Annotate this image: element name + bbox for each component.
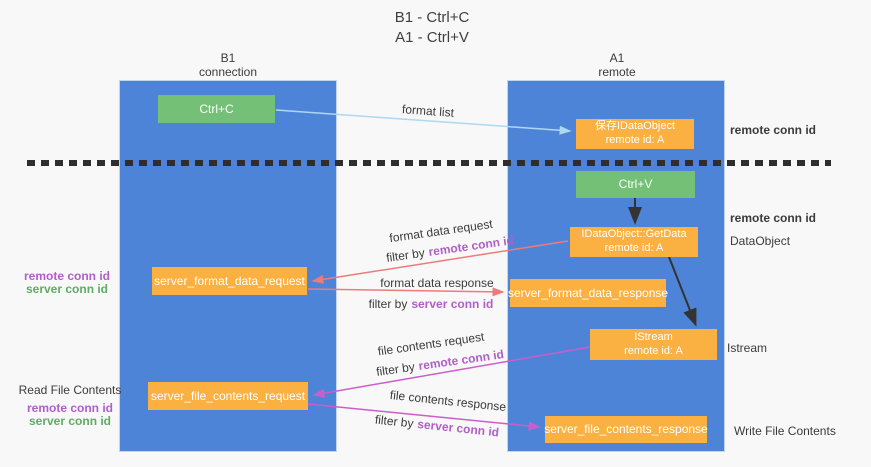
node-save-idataobject: 保存IDataObject remote id: A — [576, 119, 694, 149]
annotation-remote-conn-id-dataobject: remote conn id — [730, 211, 817, 225]
lane-header-b1-connection: B1 connection — [199, 51, 257, 79]
node-ctrl-v: Ctrl+V — [576, 171, 695, 198]
node-format-request-label: server_format_data_request — [154, 273, 305, 288]
node-server-format-data-request: server_format_data_request — [152, 267, 307, 295]
lane-a1-name: A1 — [609, 51, 625, 65]
node-format-response-label: server_format_data_response — [507, 285, 669, 300]
node-save-idataobject-line1: 保存IDataObject — [594, 120, 676, 133]
annotation-write-file-contents: Write File Contents — [734, 424, 836, 438]
lane-header-a1-remote: A1 remote — [598, 51, 635, 79]
node-save-idataobject-line2: remote id: A — [605, 134, 665, 146]
annotation-remote-conn-id-top-right: remote conn id — [730, 123, 817, 137]
node-server-file-contents-response: server_file_contents_response — [544, 416, 708, 443]
node-ctrl-v-label: Ctrl+V — [618, 177, 653, 191]
title-line-b1: B1 - Ctrl+C — [394, 9, 470, 26]
node-server-format-data-response: server_format_data_response — [507, 279, 669, 307]
lane-a1-subtitle: remote — [598, 65, 636, 79]
server-conn-id-text: server conn id — [411, 297, 494, 311]
annotation-istream: Istream — [727, 341, 768, 355]
lane-b1-name: B1 — [220, 51, 236, 65]
annotation-server-conn-id-left-bottom: server conn id — [28, 414, 112, 428]
filter-by-text: filter by — [385, 245, 426, 265]
annotation-left-mid-conn-ids: remote conn id server conn id — [17, 270, 117, 296]
node-file-response-label: server_file_contents_response — [544, 422, 708, 436]
server-conn-id-text: server conn id — [416, 416, 500, 440]
annotation-remote-conn-id-left-bottom: remote conn id — [26, 401, 113, 415]
node-getdata-line2: remote id: A — [604, 242, 664, 254]
label-file-contents-response: file contents response — [389, 387, 507, 415]
node-server-file-contents-request: server_file_contents_request — [148, 382, 308, 410]
node-ctrl-c: Ctrl+C — [158, 95, 275, 123]
node-istream: IStream remote id: A — [590, 329, 717, 360]
title-line-a1: A1 - Ctrl+V — [395, 29, 469, 46]
lane-b1-subtitle: connection — [198, 65, 258, 79]
filter-by-text: filter by — [375, 359, 416, 379]
label-format-list: format list — [401, 102, 455, 120]
node-istream-line1: IStream — [634, 330, 673, 343]
annotation-left-bottom-group: Read File Contents remote conn id server… — [17, 384, 123, 428]
node-idataobject-getdata: IDataObject::GetData remote id: A — [570, 227, 698, 257]
annotation-read-file-contents: Read File Contents — [18, 383, 122, 397]
node-ctrl-c-label: Ctrl+C — [199, 101, 234, 116]
filter-by-text: filter by — [374, 412, 415, 431]
node-istream-line2: remote id: A — [624, 344, 683, 357]
node-file-request-label: server_file_contents_request — [150, 388, 306, 403]
node-getdata-line1: IDataObject::GetData — [581, 228, 687, 241]
annotation-dataobject: DataObject — [730, 234, 791, 248]
annotation-server-conn-id-left-mid: server conn id — [25, 282, 109, 296]
label-format-data-response: format data response — [380, 276, 494, 290]
annotation-remote-conn-id-left-mid: remote conn id — [23, 269, 110, 283]
filter-by-text: filter by — [368, 297, 408, 311]
diagram-title: B1 - Ctrl+C A1 - Ctrl+V — [395, 8, 470, 48]
